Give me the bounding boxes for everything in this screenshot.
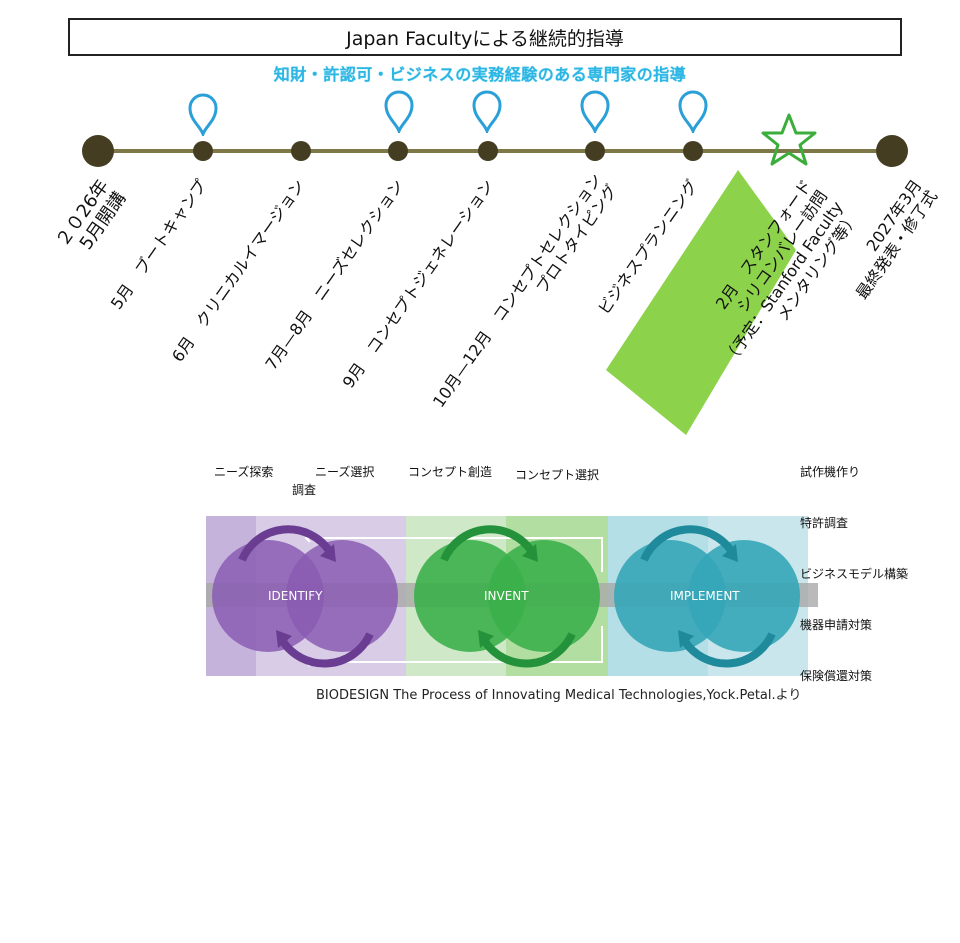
stage-label-needs-search: ニーズ探索 (214, 465, 274, 479)
stage-label-concept-select: コンセプト選択 (515, 468, 600, 482)
note-item: ビジネスモデル構築 (800, 567, 909, 581)
stage-label-concept-create: コンセプト創造 (408, 465, 493, 479)
identify-loop (212, 525, 398, 668)
stage-label-survey: 調査 (284, 480, 324, 500)
loop-label-implement: IMPLEMENT (670, 589, 740, 603)
timeline-node-5 (585, 141, 605, 161)
timeline-node-4 (478, 141, 498, 161)
note-item: 機器申請対策 (800, 618, 873, 632)
implementation-notes: 試作機作り 特許調査 ビジネスモデル構築 機器申請対策 保険償還対策 (800, 430, 908, 702)
program-subtitle: 知財・許認可・ビジネスの実務経験のある専門家の指導 (273, 65, 687, 84)
note-item: 保険償還対策 (800, 669, 873, 683)
phase-concept-screening: CONCEPT SCREENING (507, 486, 608, 516)
implement-loop (614, 525, 800, 668)
phase-business-planning: BUSINESS PLANNING (708, 486, 808, 516)
stanford-visit-highlight (606, 170, 796, 435)
stage-label-needs-select: ニーズ選択 (315, 465, 375, 479)
timeline-node-6 (683, 141, 703, 161)
loop-label-invent: INVENT (484, 589, 529, 603)
biodesign-loops (212, 525, 800, 668)
invent-loop (414, 525, 600, 668)
loop-label-identify: IDENTIFY (268, 589, 323, 603)
note-item: 試作機作り (800, 465, 861, 479)
timeline-node-1 (193, 141, 213, 161)
program-title-text: Japan Facultyによる継続的指導 (346, 27, 624, 50)
location-pin-icon (188, 93, 218, 136)
location-pin-icon (678, 90, 708, 133)
timeline-node-3 (388, 141, 408, 161)
timeline-label-clinical-immersion: 6月 クリニカルイマージョン (168, 176, 309, 366)
program-title: Japan Facultyによる継続的指導 (68, 18, 902, 56)
timeline-start-node (82, 135, 114, 167)
phase-strategy-development: STRATEGY DEVELOPMENT (608, 486, 708, 516)
source-citation: BIODESIGN The Process of Innovating Medi… (316, 688, 802, 703)
timeline-node-2 (291, 141, 311, 161)
location-pin-icon (580, 90, 610, 133)
phase-needs-finding: NEEDS FINDING (206, 486, 306, 516)
location-pin-icon (384, 90, 414, 133)
location-pin-icon (472, 90, 502, 133)
phase-needs-screening: NEEDS SCREENING (306, 486, 406, 516)
note-item: 特許調査 (800, 516, 849, 530)
timeline-end-node (876, 135, 908, 167)
phase-concept-generation: CONCEPT GENERATION (406, 486, 507, 516)
star-icon (761, 113, 817, 166)
timeline-start-label: ２０26年 5月開講 (51, 176, 131, 254)
